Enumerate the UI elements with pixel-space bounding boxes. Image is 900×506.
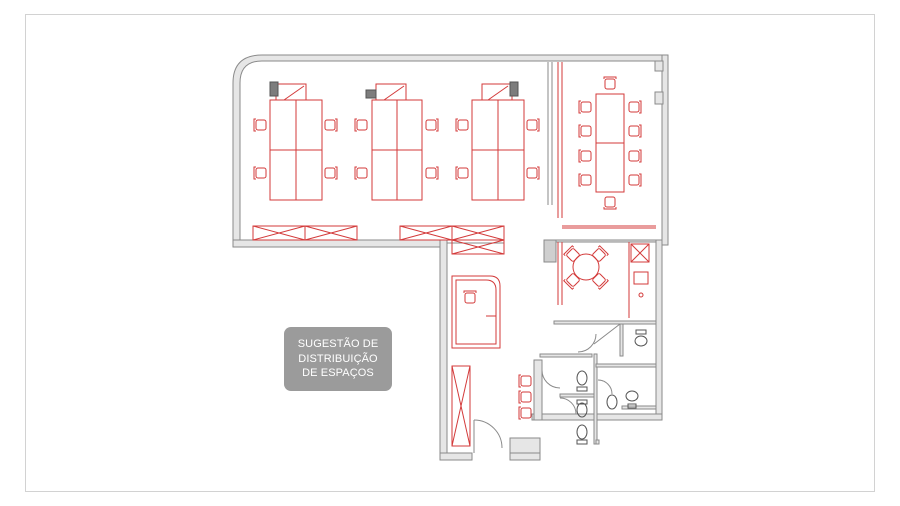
bathroom-fixtures — [576, 329, 648, 445]
space-distribution-label: SUGESTÃO DE DISTRIBUIÇÃO DE ESPAÇOS — [284, 327, 392, 391]
storage-cabinets — [252, 225, 505, 447]
workstation-cluster-2 — [354, 83, 439, 201]
walls — [232, 54, 669, 461]
thin-partitions — [557, 62, 656, 318]
workstation-cluster-3 — [455, 81, 540, 201]
drawing-frame — [25, 14, 875, 492]
doors — [473, 323, 621, 453]
label-line-2: DISTRIBUIÇÃO — [298, 352, 378, 365]
label-line-1: SUGESTÃO DE — [297, 338, 379, 351]
label-line-3: DE ESPAÇOS — [302, 367, 374, 380]
workstation-cluster-1 — [253, 81, 338, 201]
reception-desk — [451, 275, 501, 349]
round-table — [563, 243, 650, 298]
waiting-chairs — [518, 374, 532, 420]
meeting-table — [578, 76, 642, 210]
